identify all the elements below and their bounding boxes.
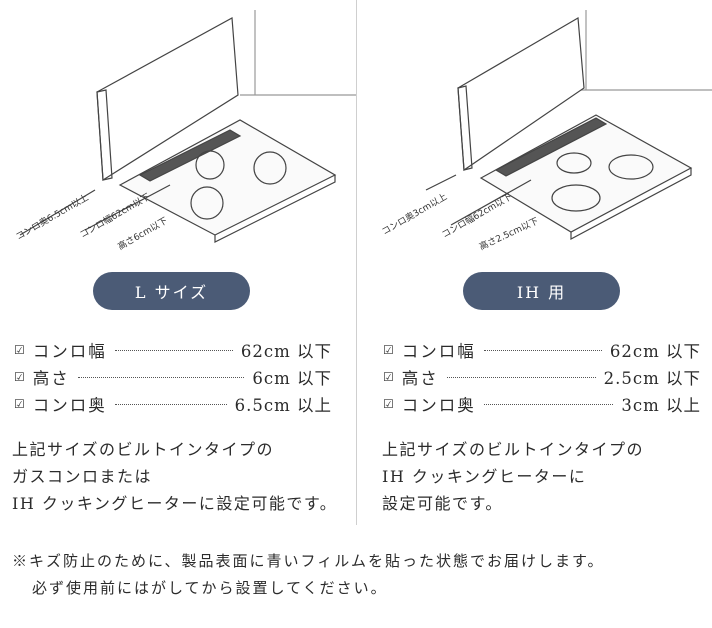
spec-label: コンロ幅 [401, 341, 476, 361]
spec-label: コンロ奥 [32, 395, 107, 415]
description-line: 設定可能です。 [382, 494, 503, 513]
description: 上記サイズのビルトインタイプの ガスコンロまたは IH クッキングヒーターに設定… [12, 436, 337, 517]
check-icon: ☑ [14, 396, 25, 411]
gas-stove-illustration: コンロ奥6.5cm以上 コンロ幅62cm以下 高さ6cm以下 [14, 10, 356, 253]
check-icon: ☑ [14, 369, 25, 384]
spec-list: ☑ コンロ幅 62cm 以下 ☑ 高さ 2.5cm 以下 ☑ コンロ奥 3cm 以上 [383, 336, 701, 417]
dot-leader [114, 404, 227, 405]
spec-row: ☑ コンロ幅 62cm 以下 [14, 336, 332, 363]
spec-row: ☑ 高さ 6cm 以下 [14, 363, 332, 390]
check-icon: ☑ [14, 342, 25, 357]
spec-value: 62cm 以下 [609, 341, 701, 361]
l-size-panel: コンロ奥6.5cm以上 コンロ幅62cm以下 高さ6cm以下 L サイズ ☑ コン… [0, 0, 356, 530]
dot-leader [77, 377, 245, 378]
l-size-badge: L サイズ [93, 272, 250, 310]
spec-row: ☑ コンロ奥 3cm 以上 [383, 390, 701, 417]
spec-value: 6.5cm 以上 [234, 395, 332, 415]
column-divider [356, 0, 357, 525]
description-line: IH クッキングヒーターに設定可能です。 [12, 494, 338, 513]
check-icon: ☑ [383, 396, 394, 411]
check-icon: ☑ [383, 342, 394, 357]
spec-value: 6cm 以下 [252, 368, 332, 388]
description-line: ガスコンロまたは [12, 467, 153, 486]
spec-label: コンロ奥 [401, 395, 476, 415]
film-notice: ※キズ防止のために、製品表面に青いフィルムを貼った状態でお届けします。 必ず使用… [12, 548, 604, 602]
spec-value: 3cm 以上 [621, 395, 701, 415]
spec-row: ☑ 高さ 2.5cm 以下 [383, 363, 701, 390]
spec-label: 高さ [401, 368, 439, 388]
dot-leader [483, 350, 602, 351]
dot-leader [114, 350, 233, 351]
spec-label: 高さ [32, 368, 70, 388]
illus-label-depth: コンロ奥6.5cm以上 [14, 191, 91, 242]
description-line: 上記サイズのビルトインタイプの [382, 440, 645, 459]
illus-label-height: 高さ2.5cm以下 [477, 215, 540, 253]
description: 上記サイズのビルトインタイプの IH クッキングヒーターに 設定可能です。 [382, 436, 644, 517]
ih-badge: IH 用 [463, 272, 620, 310]
illus-label-depth: コンロ奥3cm以上 [380, 190, 450, 237]
notice-line: 必ず使用前にはがしてから設置してください。 [32, 579, 388, 597]
notice-line: ※キズ防止のために、製品表面に青いフィルムを貼った状態でお届けします。 [12, 552, 605, 570]
ih-panel: コンロ奥3cm以上 コンロ幅62cm以下 高さ2.5cm以下 IH 用 ☑ コンロ… [356, 0, 712, 530]
description-line: IH クッキングヒーターに [382, 467, 587, 486]
ih-heater-illustration: コンロ奥3cm以上 コンロ幅62cm以下 高さ2.5cm以下 [380, 10, 712, 253]
spec-row: ☑ コンロ幅 62cm 以下 [383, 336, 701, 363]
check-icon: ☑ [383, 369, 394, 384]
dot-leader [483, 404, 614, 405]
dot-leader [446, 377, 596, 378]
description-line: 上記サイズのビルトインタイプの [12, 440, 275, 459]
spec-value: 2.5cm 以下 [603, 368, 701, 388]
spec-label: コンロ幅 [32, 341, 107, 361]
spec-list: ☑ コンロ幅 62cm 以下 ☑ 高さ 6cm 以下 ☑ コンロ奥 6.5cm 以上 [14, 336, 332, 417]
spec-value: 62cm 以下 [240, 341, 332, 361]
illus-label-height: 高さ6cm以下 [116, 214, 170, 252]
spec-row: ☑ コンロ奥 6.5cm 以上 [14, 390, 332, 417]
